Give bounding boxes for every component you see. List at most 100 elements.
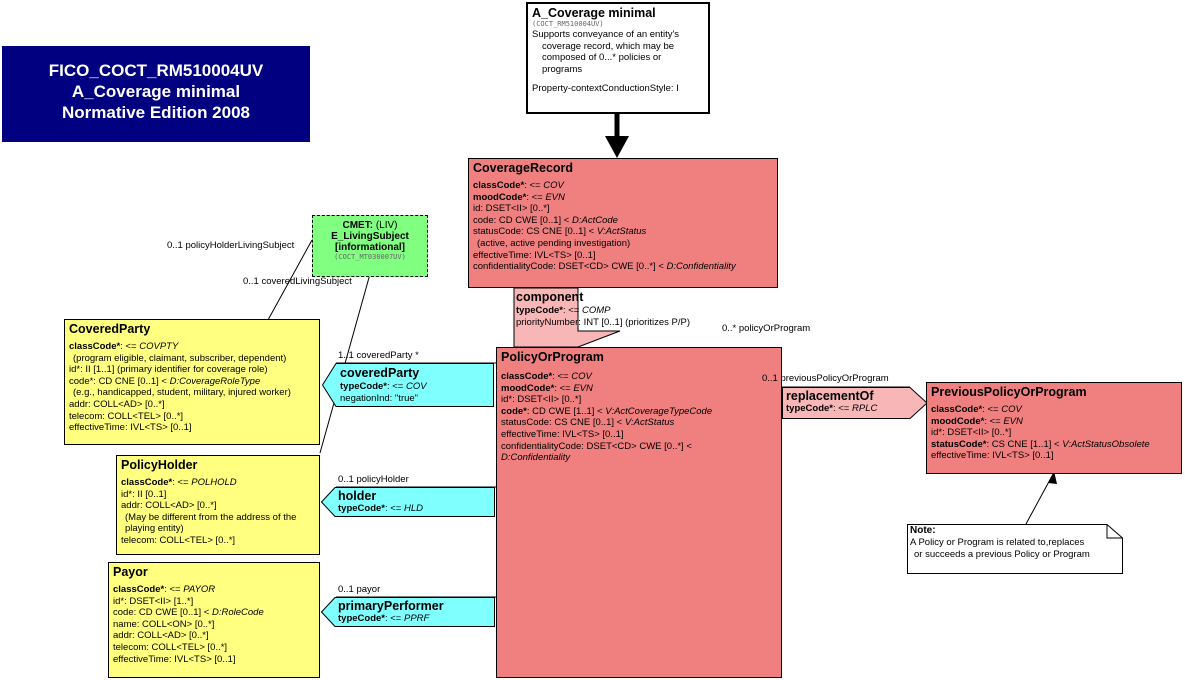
entry-arrow-head: [605, 136, 629, 158]
attr-domain: D:ActCode: [572, 214, 618, 226]
attr-value: COMP: [582, 305, 611, 316]
attr-sep: : <=: [384, 613, 404, 624]
attr-effective-time: effectiveTime: IVL<TS> [0..1]: [931, 450, 1054, 462]
policy-or-program-box[interactable]: PolicyOrProgram classCode*: <= COV moodC…: [496, 347, 782, 678]
policy-or-program-multiplicity: 0..* policyOrProgram: [722, 323, 811, 334]
entry-desc-4: programs: [542, 63, 583, 75]
holder-participation[interactable]: holder typeCode*: <= HLD: [338, 489, 488, 515]
holder-participation-title: holder: [338, 489, 377, 503]
attr-value: COV: [543, 180, 564, 191]
attr-name: typeCode*: [516, 305, 563, 316]
note-shape: [907, 524, 1123, 574]
cmet-living-subject-box[interactable]: CMET: (LIV) E_LivingSubject [information…: [312, 215, 428, 277]
entry-desc-2: coverage record, which may be: [542, 40, 675, 52]
attr-name: typeCode*: [338, 503, 385, 514]
attr-domain: D:RoleCode: [212, 607, 264, 619]
attr-conf: confidentialityCode: DSET<CD> CWE [0..*]…: [473, 261, 667, 273]
attr-domain: V:ActCoverageTypeCode: [605, 405, 713, 417]
previous-policy-multiplicity: 0..1 previousPolicyOrProgram: [762, 373, 889, 384]
component-relationship[interactable]: component typeCode*: <= COMP priorityNum…: [516, 290, 736, 334]
attr-code: code: CD CWE [0..1] <: [473, 214, 572, 226]
attr-value: EVN: [1003, 415, 1023, 427]
attr-value: PPRF: [404, 613, 430, 624]
attr-name: classCode*: [473, 180, 525, 191]
attr-name: classCode*: [121, 477, 173, 488]
note-anchor-line: [1025, 475, 1053, 525]
attr-name: statusCode*: [931, 438, 987, 450]
entry-style: Property-contextConductionStyle: I: [532, 83, 679, 95]
attr-sep: : <=: [526, 191, 546, 203]
attr-domain: D:Confidentiality: [501, 452, 571, 464]
attr-sep: : <=: [552, 371, 572, 382]
attr-telecom: telecom: COLL<TEL> [0..*]: [121, 534, 236, 546]
title-banner: FICO_COCT_RM510004UV A_Coverage minimal …: [2, 46, 310, 142]
attr-value: PAYOR: [183, 584, 216, 595]
replacement-of-relationship[interactable]: replacementOf typeCode*: <= RPLC: [786, 389, 916, 415]
attr-value: POLHOLD: [191, 477, 237, 488]
attr-value: RPLC: [852, 403, 878, 414]
attr-value: COV: [406, 381, 427, 392]
attr-telecom: telecom: COLL<TEL> [0..*]: [113, 641, 228, 653]
covered-party-participation-shape: [322, 363, 494, 407]
attr-domain: V:ActStatus: [624, 417, 675, 429]
attr-name: classCode*: [113, 584, 165, 595]
previous-policy-box[interactable]: PreviousPolicyOrProgram classCode*: <= C…: [926, 382, 1182, 474]
attr-sep: : <=: [832, 403, 852, 414]
attr-sep: : <=: [554, 382, 574, 394]
payor-title: Payor: [113, 565, 148, 579]
attr-addr: addr: COLL<AD> [0..*]: [121, 500, 217, 512]
entry-point-box[interactable]: A_Coverage minimal (COCT_RM510004UV) Sup…: [526, 2, 710, 114]
attr-domain: V:ActStatus: [596, 226, 647, 238]
covered-party-participation[interactable]: coveredParty typeCode*: <= COV negationI…: [340, 366, 490, 404]
attr-id: id*: DSET<II> [0..*]: [931, 427, 1012, 439]
attr-negation: negationInd: "true": [340, 392, 419, 404]
attr-effective-time: effectiveTime: IVL<TS> [0..1]: [113, 653, 236, 665]
primary-performer-participation-title: primaryPerformer: [338, 599, 444, 613]
holder-participation-shape: [321, 487, 495, 517]
cmet-status: [informational]: [335, 242, 405, 253]
note-anchor-arrowhead: [1048, 471, 1057, 484]
coverage-record-title: CoverageRecord: [473, 161, 574, 175]
banner-edition: Normative Edition 2008: [61, 103, 250, 122]
covered-party-box[interactable]: CoveredParty classCode*: <= COVPTY (prog…: [64, 319, 320, 445]
attr-name-field: name: COLL<ON> [0..*]: [113, 618, 215, 630]
attr-name: typeCode*: [338, 613, 385, 624]
attr-name: moodCode*: [473, 191, 527, 203]
attr-code: code*: CD CNE [0..1] <: [69, 375, 170, 387]
attr-name: moodCode*: [931, 415, 985, 427]
policy-holder-box[interactable]: PolicyHolder classCode*: <= POLHOLD id*:…: [116, 455, 320, 555]
note-line-2: or succeeds a previous Policy or Program: [914, 548, 1090, 560]
attr-id: id*: DSET<II> [0..*]: [501, 394, 582, 406]
cmet-label: CMET:: [342, 220, 374, 231]
attr-name: classCode*: [69, 341, 121, 352]
attr-sep: : <=: [984, 415, 1004, 427]
attr-name: classCode*: [931, 404, 983, 415]
note-title: Note:: [910, 525, 936, 536]
attr-effective-time: effectiveTime: IVL<TS> [0..1]: [69, 422, 192, 434]
attr-value: HLD: [404, 503, 424, 514]
covered-living-multiplicity: 0..1 coveredLivingSubject: [243, 276, 352, 287]
attr-note: (active, active pending investigation): [477, 237, 631, 249]
covered-party-participation-title: coveredParty: [340, 366, 420, 380]
attr-id: id: DSET<II> [0..*]: [473, 203, 550, 215]
attr-sep: : <=: [384, 503, 404, 514]
attr-sep: : <=: [172, 477, 192, 488]
attr-telecom: telecom: COLL<TEL> [0..*]: [69, 410, 184, 422]
note-box: Note: A Policy or Program is related to,…: [910, 525, 1115, 560]
attr-name: typeCode*: [786, 403, 833, 414]
attr-value: COV: [1001, 404, 1022, 415]
primary-performer-participation[interactable]: primaryPerformer typeCode*: <= PPRF: [338, 599, 488, 625]
policy-holder-living-line: [267, 239, 313, 321]
payor-box[interactable]: Payor classCode*: <= PAYOR id*: DSET<II>…: [108, 562, 320, 678]
attr-status: statusCode: CS CNE [0..1] <: [473, 226, 597, 238]
attr-value: EVN: [573, 382, 593, 394]
replacement-of-shape: [782, 387, 928, 419]
cmet-name: E_LivingSubject: [331, 231, 409, 242]
coverage-record-box[interactable]: CoverageRecord classCode*: <= COV moodCo…: [468, 158, 778, 288]
entry-desc-3: composed of 0...* policies or: [542, 52, 662, 64]
attr-note: (May be different from the address of th…: [125, 511, 297, 523]
attr-name: code*: [501, 405, 527, 417]
attr-value: COVPTY: [139, 341, 179, 352]
covered-party-multiplicity: 1..1 coveredParty *: [338, 350, 419, 361]
attr-note: (e.g., handicapped, student, military, i…: [73, 387, 291, 399]
